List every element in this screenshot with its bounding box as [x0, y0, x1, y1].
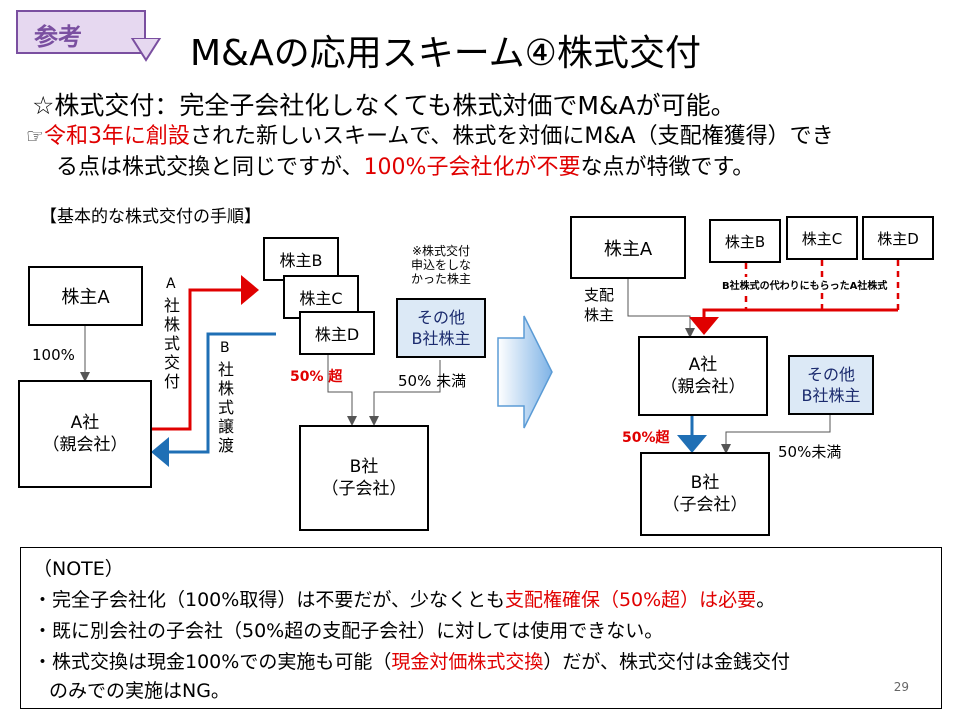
box-label: 株主B — [724, 232, 766, 251]
flow-b-text: 社株式譲渡 — [217, 360, 234, 455]
box-label: （子会社） — [662, 495, 748, 515]
note-line-4: のみでの実施はNG。 — [49, 680, 230, 702]
box-label: A社 — [688, 355, 718, 375]
note-highlight: 現金対価株式交換 — [391, 651, 544, 673]
red-collect-arrow — [689, 308, 898, 335]
box-label: その他 — [806, 365, 855, 384]
right-company-a: A社 （親会社） — [638, 336, 768, 416]
reference-tag — [16, 10, 146, 54]
intro-text: された新しいスキームで、株式を対価にM&A（支配権獲得）でき — [189, 124, 834, 149]
highlight-no-full-subsidiary: 100%子会社化が不要 — [363, 155, 581, 180]
left-under-50: 50% 未満 — [398, 372, 467, 390]
left-under-50-line — [369, 360, 441, 426]
note-line: かった株主 — [410, 272, 471, 286]
right-shareholder-b: 株主B — [709, 219, 781, 263]
flow-a-text: 社株式交付 — [163, 296, 180, 391]
note-box: （NOTE） ・完全子会社化（100%取得）は不要だが、少なくとも支配権確保（5… — [20, 547, 942, 709]
box-label: 株主C — [801, 229, 843, 248]
note-line-3: ・株式交換は現金100%での実施も可能（現金対価株式交換）だが、株式交付は金銭交… — [33, 647, 790, 674]
label-line: 株主 — [584, 306, 615, 324]
flow-a-letter: A — [166, 276, 176, 292]
summary-line: ☆株式交付：完全子会社化しなくても株式対価でM&Aが可能。 — [32, 91, 736, 120]
tag-fold-icon — [130, 38, 162, 62]
non-applicant-note: ※株式交付 申込をしな かった株主 — [394, 244, 488, 286]
left-shareholder-d: 株主D — [299, 311, 375, 355]
left-over-50-line — [327, 352, 357, 426]
note-text: ・株式交換は現金100%での実施も可能（ — [33, 651, 392, 673]
note-line-1: ・完全子会社化（100%取得）は不要だが、少なくとも支配権確保（50%超）は必要… — [33, 585, 775, 612]
note-text: ）だが、株式交付は金銭交付 — [543, 651, 790, 673]
right-caption: B社株式の代わりにもらったA社株式 — [720, 277, 890, 292]
box-label: 株主D — [877, 229, 919, 248]
right-control-line — [627, 279, 695, 338]
left-shareholder-a: 株主A — [28, 266, 143, 326]
note-heading: （NOTE） — [33, 558, 124, 580]
note-highlight: 支配権確保（50%超）は必要 — [504, 589, 757, 611]
right-shareholder-d: 株主D — [862, 216, 934, 260]
note-line: ※株式交付 — [411, 244, 471, 258]
right-shareholder-a: 株主A — [570, 216, 686, 279]
left-pct-100: 100% — [32, 346, 75, 364]
box-label: 株主D — [314, 325, 360, 344]
diagram-heading: 【基本的な株式交付の手順】 — [40, 207, 261, 227]
right-control-label: 支配 株主 — [584, 285, 614, 325]
intro-text: な点が特徴です。 — [580, 155, 755, 180]
box-label: A社 — [70, 413, 100, 433]
note-text: 。 — [756, 589, 776, 611]
intro-paragraph-line-2: る点は株式交換と同じですが、100%子会社化が不要な点が特徴です。 — [56, 152, 754, 184]
note-text: ・完全子会社化（100%取得）は不要だが、少なくとも — [33, 589, 505, 611]
red-share-delivery-arrow — [152, 275, 259, 431]
page-number: 29 — [893, 680, 909, 694]
transition-arrow — [497, 315, 553, 429]
intro-text: る点は株式交換と同じですが、 — [56, 155, 364, 180]
highlight-established: 令和3年に創設 — [43, 124, 190, 149]
left-company-a: A社 （親会社） — [18, 380, 152, 488]
right-company-b: B社 （子会社） — [640, 452, 770, 536]
blue-share-transfer-arrow — [151, 332, 276, 467]
right-over-50: 50%超 — [622, 430, 670, 446]
box-label: （子会社） — [321, 479, 407, 499]
left-company-b: B社 （子会社） — [299, 425, 429, 531]
box-label: （親会社） — [42, 435, 128, 455]
intro-paragraph-line-1: ☞令和3年に創設された新しいスキームで、株式を対価にM&A（支配権獲得）でき — [26, 120, 834, 153]
box-label: 株主A — [61, 287, 110, 308]
right-under-50-line — [721, 414, 831, 454]
reference-tag-label: 参考 — [34, 23, 82, 51]
box-label: B社 — [349, 457, 379, 477]
left-over-50: 50% 超 — [290, 369, 343, 385]
box-label: 株主A — [603, 238, 653, 260]
right-under-50: 50%未満 — [778, 443, 842, 461]
box-label: 株主B — [279, 251, 323, 270]
label-line: 支配 — [584, 286, 615, 304]
pointing-hand-icon: ☞ — [26, 124, 44, 148]
note-line-2: ・既に別会社の子会社（50%超の支配子会社）に対しては使用できない。 — [33, 620, 664, 642]
right-shareholder-c: 株主C — [786, 216, 858, 260]
right-other-shareholders: その他 B社株主 — [788, 355, 874, 415]
box-label: その他 — [416, 308, 465, 327]
box-label: B社 — [690, 473, 720, 493]
page-title: M&Aの応用スキーム④株式交付 — [190, 33, 701, 74]
box-label: 株主C — [299, 289, 343, 308]
box-label: （親会社） — [660, 377, 746, 397]
box-label: B社株主 — [801, 386, 861, 405]
left-other-shareholders: その他 B社株主 — [396, 298, 486, 358]
box-label: B社株主 — [411, 329, 471, 348]
flow-b-letter: B — [220, 340, 230, 356]
note-line: 申込をしな — [410, 258, 471, 272]
